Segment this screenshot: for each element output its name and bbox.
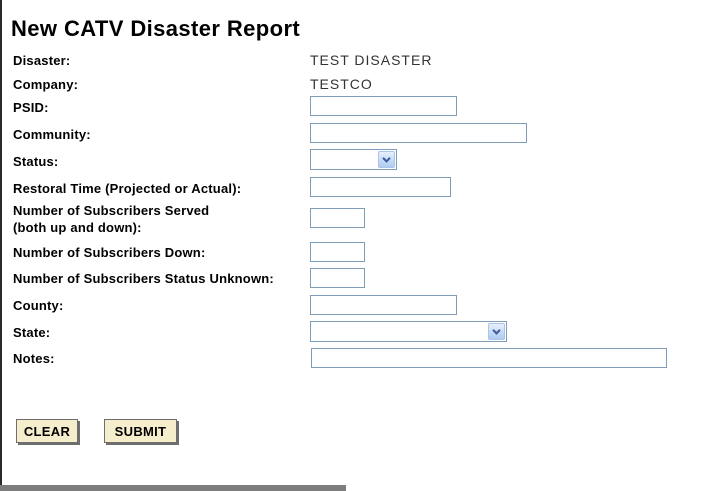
disaster-label: Disaster:: [13, 53, 71, 68]
page-title: New CATV Disaster Report: [11, 15, 301, 41]
state-dropdown-button[interactable]: [488, 323, 505, 340]
clear-button[interactable]: CLEAR: [16, 419, 78, 443]
window-left-edge: [0, 0, 2, 491]
state-label: State:: [13, 325, 51, 340]
submit-button[interactable]: SUBMIT: [104, 419, 177, 443]
subscribers-unknown-input[interactable]: [310, 268, 365, 288]
county-input[interactable]: [310, 295, 457, 315]
restoral-time-input[interactable]: [310, 177, 451, 197]
status-label: Status:: [13, 154, 59, 169]
status-dropdown-button[interactable]: [378, 151, 395, 168]
subscribers-down-label: Number of Subscribers Down:: [13, 245, 206, 260]
company-value: TESTCO: [310, 76, 373, 92]
state-select[interactable]: [310, 321, 507, 342]
subscribers-served-label-line2: (both up and down):: [13, 220, 142, 235]
subscribers-served-label-line1: Number of Subscribers Served: [13, 203, 210, 218]
subscribers-served-input[interactable]: [310, 208, 365, 228]
restoral-time-label: Restoral Time (Projected or Actual):: [13, 181, 242, 196]
chevron-down-icon: [382, 156, 391, 163]
community-label: Community:: [13, 127, 91, 142]
disaster-value: TEST DISASTER: [310, 52, 433, 68]
status-select[interactable]: [310, 149, 397, 170]
notes-label: Notes:: [13, 351, 55, 366]
company-label: Company:: [13, 77, 79, 92]
psid-label: PSID:: [13, 100, 49, 115]
notes-input[interactable]: [311, 348, 667, 368]
subscribers-down-input[interactable]: [310, 242, 365, 262]
community-input[interactable]: [310, 123, 527, 143]
subscribers-unknown-label: Number of Subscribers Status Unknown:: [13, 271, 274, 286]
window-bottom-edge-fragment: [0, 485, 346, 491]
chevron-down-icon: [492, 328, 501, 335]
psid-input[interactable]: [310, 96, 457, 116]
county-label: County:: [13, 298, 64, 313]
